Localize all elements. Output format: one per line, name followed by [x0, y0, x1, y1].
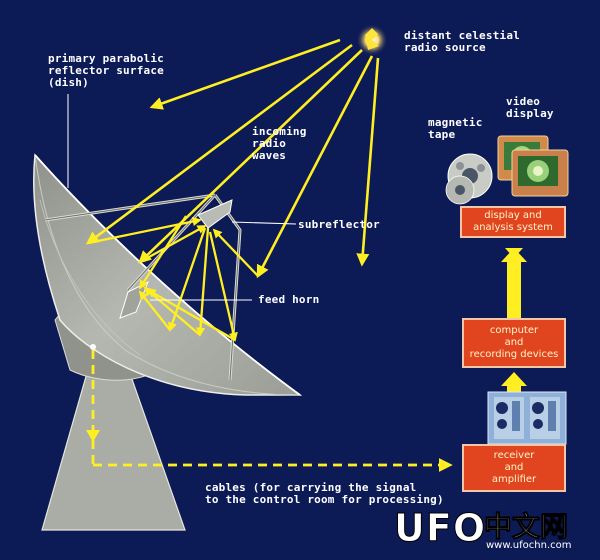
watermark-url: www.ufochn.com — [486, 540, 572, 551]
radio-source-icon — [365, 28, 379, 50]
magnetic-tape-label: magnetic tape — [428, 116, 483, 141]
watermark-logo: UFO — [393, 506, 487, 551]
feed-horn-label: feed horn — [258, 293, 320, 306]
signal-cable — [91, 350, 453, 472]
watermark-cn: 中文网 — [483, 510, 569, 544]
subreflector-label: subreflector — [298, 218, 380, 231]
primary-dish-label: primary parabolic reflector surface (dis… — [48, 52, 164, 89]
incoming-rays — [85, 38, 380, 279]
computer-recording-box: computer and recording devices — [462, 318, 566, 368]
video-display-label: video display — [506, 95, 554, 120]
celestial-source-label: distant celestial radio source — [404, 29, 520, 54]
incoming-waves-label: incoming radio waves — [252, 125, 307, 162]
receiver-amplifier-box: receiver and amplifier — [462, 444, 566, 492]
display-analysis-box: display and analysis system — [460, 206, 566, 238]
cables-label: cables (for carrying the signal to the c… — [205, 481, 444, 506]
subreflector-shape — [197, 199, 233, 229]
video-display-icon — [497, 135, 569, 197]
receiver-rack — [487, 391, 567, 445]
reflected-rays — [87, 215, 259, 342]
magnetic-tape-icon — [445, 153, 493, 205]
